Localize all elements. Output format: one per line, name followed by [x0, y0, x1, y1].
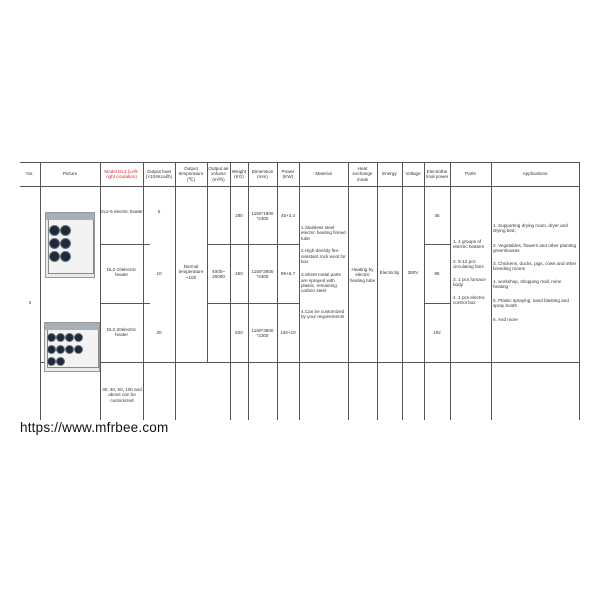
header-energy: Energy	[382, 171, 397, 177]
row-divider	[100, 303, 150, 304]
material-item: 1.Stainless steel electric heating finne…	[301, 224, 346, 241]
column-border	[207, 162, 208, 362]
output-temperature-value: Normal temperature ~100	[178, 263, 204, 280]
model-dimension: 1150*3800 *2300	[251, 327, 274, 338]
watermark-url: https://www.mfrbee.com	[20, 420, 169, 435]
column-border	[348, 162, 349, 420]
parts-item: 4. 1 pcs electric control box	[453, 294, 485, 305]
header-parts: Parts	[465, 171, 476, 177]
header-output-heat: Output heat (×104Kcal/h)	[145, 168, 173, 179]
row-divider	[40, 362, 580, 363]
column-border	[402, 162, 403, 420]
model-name: DL2-20electric heater	[106, 326, 137, 337]
header-material: Material	[315, 171, 332, 177]
row-number: 2	[28, 300, 32, 306]
header-weight: Weight (KG)	[231, 168, 247, 179]
parts-item: 1. 4 groups of electric heaters	[453, 238, 485, 249]
material-item: 4.Can be customized by your requirements	[301, 308, 345, 319]
model-weight: 280	[235, 213, 243, 219]
extra-models-note: 30, 40, 50, 100 and above can be customi…	[102, 386, 142, 403]
heater-photo-small	[45, 212, 95, 278]
header-model: Model DL2 (Left-right ciculation)	[104, 168, 139, 179]
column-border	[40, 162, 41, 420]
voltage-value: 380V	[407, 270, 419, 276]
header-applications: Applications	[522, 171, 548, 177]
header-heat-exchange-mode: Heat exchange mode	[352, 165, 373, 182]
model-output-heat: 10	[156, 271, 162, 277]
heat-exchange-mode-value: Heating by electric heating tube	[349, 266, 376, 283]
applications-item: 4. workshop, shopping mall, mine heating	[493, 278, 562, 289]
header-voltage: Voltage	[405, 171, 421, 177]
header-output-temperature: Output temperature (℃)	[178, 165, 204, 182]
parts-item: 2. 6-12 pcs circulating fans	[453, 258, 484, 269]
output-air-volume-value: 4000~ 26000	[212, 268, 225, 279]
applications-item: 5. Plastic spraying, sand blasting and s…	[493, 297, 569, 308]
column-border	[248, 162, 249, 420]
model-power: 95+6.7	[280, 271, 296, 277]
column-border	[175, 162, 176, 420]
column-border	[377, 162, 378, 420]
header-no: No.	[26, 171, 34, 177]
row-divider	[100, 244, 150, 245]
material-item: 2.High-density fire-resistant rock wool …	[301, 248, 346, 265]
header-output-air-volume: Output air volume (m³/h)	[208, 165, 229, 182]
applications-item: 2. Vegetables, flowers and other plantin…	[493, 242, 576, 253]
model-dimension: 1150*2800 *2300	[251, 268, 274, 279]
model-electrothermal-power: 45	[434, 213, 440, 219]
heater-photo-large	[44, 322, 100, 372]
row-divider	[424, 303, 450, 304]
row-divider	[207, 244, 299, 245]
model-electrothermal-power: 192	[433, 330, 441, 336]
model-output-heat: 5	[157, 209, 161, 215]
column-border	[299, 162, 300, 420]
header-electrothermal-power: Electrothe rmal power	[425, 168, 449, 179]
header-picture: Picture	[62, 171, 78, 177]
column-border	[230, 162, 231, 420]
row-divider	[424, 244, 450, 245]
column-border	[277, 162, 278, 420]
column-border	[143, 162, 144, 420]
model-weight: 450	[235, 271, 243, 277]
model-power: 192+10	[280, 330, 296, 336]
column-border	[579, 162, 580, 420]
column-border	[424, 162, 425, 420]
spec-table: No. Picture Model DL2 (Left-right cicula…	[20, 162, 580, 420]
header-dimension: Dimension (mm)	[251, 168, 274, 179]
applications-item: 1. Supporting drying room, dryer and dry…	[493, 222, 568, 233]
applications-item: 6. And more	[493, 317, 518, 323]
parts-item: 3. 1 pcs furnace body	[453, 276, 486, 287]
row-divider	[207, 303, 299, 304]
model-power: 45+3.4	[280, 213, 296, 219]
model-weight: 520	[235, 330, 243, 336]
model-dimension: 1150*1800 *2300	[251, 210, 274, 221]
model-name: DL2-10electric heater	[106, 266, 137, 277]
header-bottom-border	[20, 186, 580, 187]
model-output-heat: 20	[156, 330, 162, 336]
model-electrothermal-power: 95	[434, 271, 440, 277]
applications-item: 3. Chickens, ducks, pigs, cows and other…	[493, 260, 577, 271]
energy-value: Electricity	[379, 270, 400, 276]
header-power: Power (KW)	[281, 168, 295, 179]
column-border	[491, 162, 492, 420]
column-border	[450, 162, 451, 420]
column-border	[100, 162, 101, 420]
material-item: 3.Sheet metal parts are sprayed with pla…	[301, 272, 341, 294]
table-top-border	[20, 162, 580, 163]
model-name: DL2-5 electric heater	[100, 209, 143, 215]
